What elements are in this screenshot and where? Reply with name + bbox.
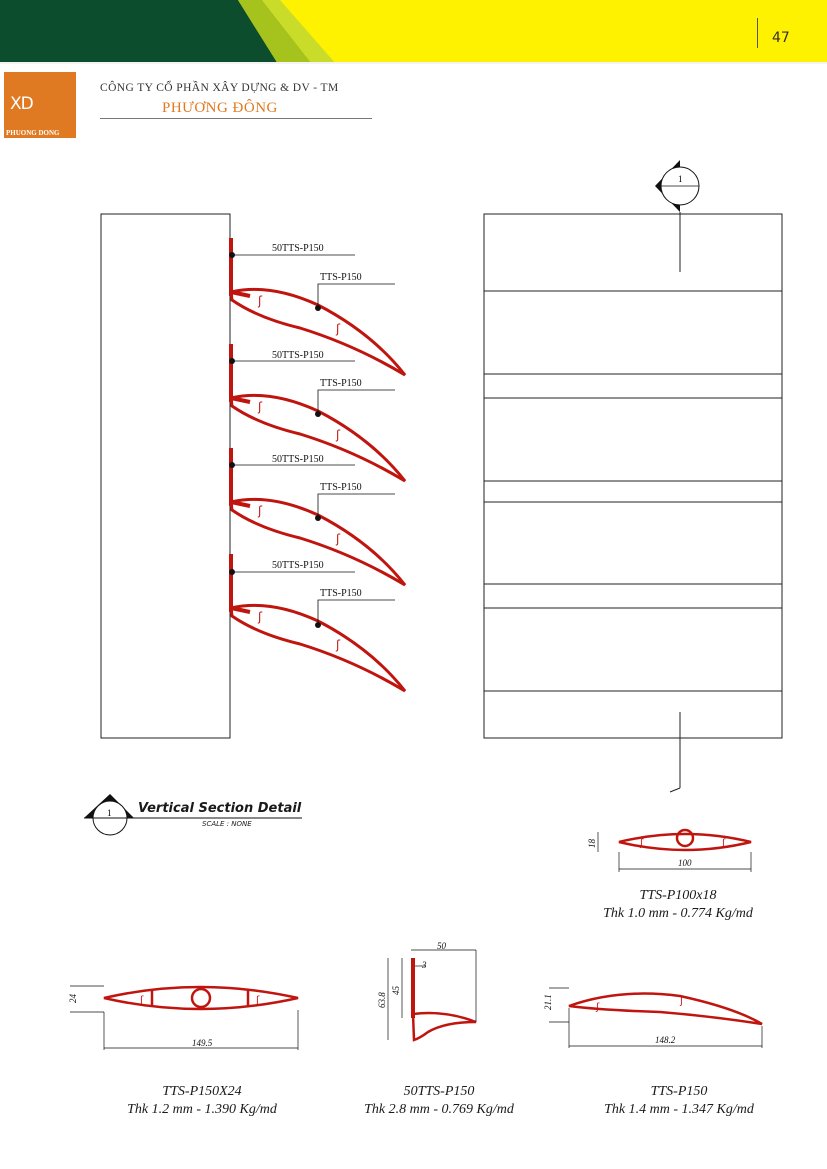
dimension-width: 100 bbox=[678, 858, 692, 868]
profile-name: TTS-P150X24 bbox=[162, 1084, 242, 1099]
page-number: 47 bbox=[772, 30, 790, 46]
profile-drawing: ʃ ʃ 24 149.5 bbox=[68, 985, 299, 1050]
profile-spec: Thk 2.8 mm - 0.769 Kg/md bbox=[364, 1102, 514, 1117]
louver-unit: ʃ ʃ bbox=[229, 238, 407, 377]
mullion-label: 50TTS-P150 bbox=[272, 350, 324, 361]
logo-text: XD bbox=[10, 94, 34, 114]
profile-name: TTS-P150 bbox=[650, 1084, 708, 1099]
leader-group: 50TTS-P150 TTS-P150 bbox=[229, 454, 395, 521]
svg-text:ʃ: ʃ bbox=[139, 995, 144, 1006]
company-brand: PHƯƠNG ĐÔNG bbox=[162, 100, 278, 116]
right-elevation bbox=[483, 212, 783, 793]
svg-text:ʃ: ʃ bbox=[335, 638, 341, 652]
profile-spec: Thk 1.4 mm - 1.347 Kg/md bbox=[604, 1102, 754, 1117]
callout-tag: 1 bbox=[678, 174, 683, 184]
svg-text:ʃ: ʃ bbox=[257, 610, 263, 624]
mullion-label: 50TTS-P150 bbox=[272, 560, 324, 571]
profile-caption: TTS-P100x18 Thk 1.0 mm - 0.774 Kg/md bbox=[568, 887, 788, 923]
profile-spec: Thk 1.2 mm - 1.390 Kg/md bbox=[127, 1102, 277, 1117]
header-banner bbox=[0, 0, 827, 64]
section-title: Vertical Section Detail bbox=[138, 801, 302, 816]
profile-caption: 50TTS-P150 Thk 2.8 mm - 0.769 Kg/md bbox=[329, 1083, 549, 1119]
svg-text:ʃ: ʃ bbox=[335, 532, 341, 546]
mullion-label: 50TTS-P150 bbox=[272, 454, 324, 465]
svg-text:ʃ: ʃ bbox=[335, 322, 341, 336]
wall-panel bbox=[100, 213, 231, 739]
company-logo: XD PHUONG DONG bbox=[4, 72, 76, 138]
svg-text:ʃ: ʃ bbox=[255, 995, 260, 1006]
page-number-divider bbox=[757, 18, 758, 48]
logo-subtext: PHUONG DONG bbox=[6, 129, 60, 137]
blade-label: TTS-P150 bbox=[320, 378, 362, 389]
profile-caption: TTS-P150X24 Thk 1.2 mm - 1.390 Kg/md bbox=[92, 1083, 312, 1119]
svg-text:ʃ: ʃ bbox=[335, 428, 341, 442]
dimension-height: 63.8 bbox=[377, 992, 387, 1008]
svg-text:ʃ: ʃ bbox=[595, 1002, 600, 1013]
section-title-marker: 1 bbox=[84, 794, 302, 836]
blade-label: TTS-P150 bbox=[320, 588, 362, 599]
svg-text:ʃ: ʃ bbox=[257, 504, 263, 518]
blade-label: TTS-P150 bbox=[320, 482, 362, 493]
dimension-width: 149.5 bbox=[192, 1038, 213, 1048]
section-callout-marker: 1 bbox=[655, 160, 700, 212]
dimension-thickness: 3 bbox=[421, 960, 427, 970]
company-name: CÔNG TY CỔ PHẦN XÂY DỰNG & DV - TM bbox=[100, 82, 339, 94]
profile-spec: Thk 1.0 mm - 0.774 Kg/md bbox=[603, 906, 753, 921]
dimension-leg: 45 bbox=[391, 986, 401, 996]
profile-drawing: ʃ ʃ 18 100 bbox=[587, 828, 752, 872]
profile-name: TTS-P100x18 bbox=[639, 888, 717, 903]
dimension-width: 50 bbox=[437, 941, 447, 951]
profile-drawing: ʃ ʃ 21.1 148.2 bbox=[543, 987, 763, 1048]
svg-text:ʃ: ʃ bbox=[721, 838, 726, 849]
louver-unit: ʃ ʃ bbox=[229, 554, 407, 693]
profile-drawing: 50 3 45 63.8 bbox=[377, 941, 477, 1042]
section-tag: 1 bbox=[107, 808, 112, 818]
profile-name: 50TTS-P150 bbox=[403, 1084, 475, 1099]
leader-group: 50TTS-P150 TTS-P150 bbox=[229, 350, 395, 417]
dimension-height: 18 bbox=[587, 839, 597, 849]
dimension-width: 148.2 bbox=[655, 1035, 676, 1045]
mullion-label: 50TTS-P150 bbox=[272, 243, 324, 254]
section-scale: SCALE : NONE bbox=[202, 820, 252, 828]
blade-label: TTS-P150 bbox=[320, 272, 362, 283]
svg-text:ʃ: ʃ bbox=[257, 400, 263, 414]
dimension-height: 21.1 bbox=[543, 994, 553, 1010]
dimension-height: 24 bbox=[68, 994, 78, 1004]
profile-caption: TTS-P150 Thk 1.4 mm - 1.347 Kg/md bbox=[569, 1083, 789, 1119]
company-underline bbox=[100, 118, 372, 119]
leader-group: 50TTS-P150 TTS-P150 bbox=[229, 560, 395, 628]
svg-text:ʃ: ʃ bbox=[257, 294, 263, 308]
svg-text:ʃ: ʃ bbox=[639, 838, 644, 849]
leader-group: 50TTS-P150 TTS-P150 bbox=[229, 243, 395, 311]
svg-text:ʃ: ʃ bbox=[679, 996, 684, 1007]
